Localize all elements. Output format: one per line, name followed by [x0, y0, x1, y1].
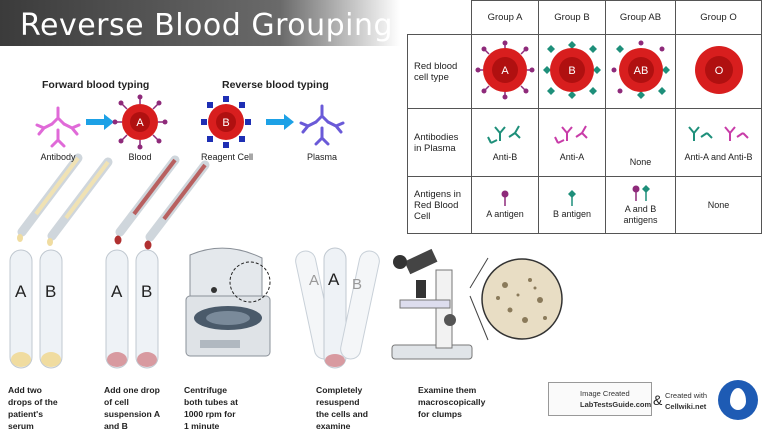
- antibody-text-group-ab: None: [629, 157, 652, 167]
- pipette-cells-1: [114, 155, 180, 245]
- tube-set-1: [9, 249, 63, 369]
- antibody-icon: [35, 106, 81, 148]
- step-4-caption: Completely resuspend the cells and exami…: [316, 385, 369, 431]
- b-antigen-icon: [568, 190, 576, 206]
- ampersand: &: [653, 392, 663, 408]
- red-cell-ab-letter: AB: [633, 65, 648, 77]
- reagent-cell-label: Reagent Cell: [200, 152, 254, 162]
- created-with-text: Created with: [665, 391, 708, 400]
- row-label-antibodies: Antibodies in Plasma: [407, 108, 472, 177]
- ab-antigen-icon: [632, 184, 650, 201]
- blood-cell-letter: A: [136, 117, 144, 129]
- reverse-arrow: [266, 114, 294, 130]
- image-created-text: Image Created: [580, 389, 630, 398]
- red-cell-a-letter: A: [501, 65, 509, 77]
- antigen-group-ab: A and B antigens: [605, 176, 676, 234]
- red-cell-b-icon: B: [543, 41, 601, 99]
- anti-a-icon: [554, 125, 588, 144]
- a-antigen-icon: [501, 190, 509, 206]
- red-cell-ab-icon: AB: [611, 40, 670, 99]
- header-group-b: Group B: [538, 0, 606, 35]
- centrifuge-icon: [185, 247, 271, 357]
- antigen-text-group-b: B antigen: [552, 209, 592, 219]
- row-label-antibodies-text: Antibodies in Plasma: [414, 131, 459, 154]
- row-label-antigens: Antigens in Red Blood Cell: [407, 176, 472, 234]
- red-cell-a-icon: A: [475, 40, 535, 100]
- red-cell-o-letter: O: [714, 65, 723, 77]
- blood-group-table: Group A Group B Group AB Group O Red blo…: [407, 0, 762, 234]
- cellwiki-link[interactable]: Cellwiki.net: [665, 402, 707, 411]
- pipette-cells-2: [144, 160, 210, 250]
- header-group-ab: Group AB: [605, 0, 676, 35]
- row-label-antigens-text: Antigens in Red Blood Cell: [414, 188, 462, 222]
- step-1-caption: Add two drops of the patient's serum: [8, 385, 58, 431]
- step-5-caption: Examine them macroscopically for clumps: [418, 385, 486, 419]
- antibody-group-ab: None: [605, 108, 676, 177]
- tube-label-a-3: A: [328, 270, 340, 289]
- title-bar: [0, 0, 400, 46]
- pipette-serum-2: [47, 157, 113, 246]
- step-2-caption: Add one drop of cell suspension A and B: [104, 385, 161, 431]
- antibody-text-group-a: Anti-B: [492, 151, 518, 162]
- magnified-view: [469, 257, 563, 341]
- red-cell-b-letter: B: [568, 65, 575, 77]
- labtests-link[interactable]: LabTestsGuide.com: [580, 400, 652, 409]
- tube-label-a-2: A: [111, 282, 123, 301]
- tube-label-b-1: B: [45, 282, 57, 301]
- row-label-cell-type: Red blood cell type: [407, 34, 472, 109]
- resuspend-tubes: [295, 247, 380, 369]
- tube-label-a-1: A: [15, 282, 27, 301]
- forward-typing-heading: Forward blood typing: [42, 79, 150, 91]
- cell-type-group-ab: AB: [605, 34, 676, 109]
- tube-set-2: [105, 249, 159, 369]
- plasma-antibody-icon: [299, 104, 345, 146]
- antigen-text-group-ab: A and B antigens: [623, 203, 658, 225]
- page-title: Reverse Blood Grouping: [20, 8, 394, 43]
- table-corner: [407, 0, 472, 35]
- reverse-typing-heading: Reverse blood typing: [222, 79, 329, 91]
- forward-arrow: [86, 114, 114, 130]
- tube-label-b-tilted: B: [352, 276, 363, 293]
- antigen-group-b: B antigen: [538, 176, 606, 234]
- antibody-group-o: Anti-A and Anti-B: [675, 108, 762, 177]
- pipette-serum-1: [17, 153, 83, 242]
- antigen-text-group-a: A antigen: [486, 209, 524, 219]
- antibody-group-a: Anti-B: [471, 108, 539, 177]
- credit-box: [548, 382, 652, 416]
- antibody-group-b: Anti-A: [538, 108, 606, 177]
- credit-labtests: Image Created LabTestsGuide.com: [580, 388, 651, 410]
- reagent-cell-icon: [201, 96, 251, 148]
- antibody-text-group-b: Anti-A: [559, 151, 585, 162]
- blood-label: Blood: [128, 152, 152, 162]
- anti-a-and-b-icon: [687, 125, 749, 141]
- antigen-group-o: None: [675, 176, 762, 234]
- plasma-label: Plasma: [306, 152, 337, 162]
- tube-label-b-2: B: [141, 282, 153, 301]
- antigen-text-group-o: None: [707, 199, 730, 210]
- antibody-text-group-o: Anti-A and Anti-B: [684, 151, 753, 162]
- antibody-label: Antibody: [40, 152, 76, 162]
- reagent-cell-letter: B: [222, 117, 229, 129]
- tube-label-a-tilted: A: [309, 272, 320, 289]
- row-label-cell-type-text: Red blood cell type: [414, 60, 458, 83]
- header-group-o: Group O: [675, 0, 762, 35]
- cell-type-group-a: A: [471, 34, 539, 109]
- anti-b-icon: [487, 125, 521, 144]
- blood-cell-icon: [112, 94, 168, 150]
- step-3-caption: Centrifuge both tubes at 1000 rpm for 1 …: [184, 385, 238, 431]
- cellwiki-drop-icon: [730, 388, 746, 410]
- red-cell-o-icon: O: [694, 46, 743, 94]
- antigen-group-a: A antigen: [471, 176, 539, 234]
- cell-type-group-o: O: [675, 34, 762, 109]
- microscope-icon: [391, 248, 473, 360]
- cell-type-group-b: B: [538, 34, 606, 109]
- credit-cellwiki: Created with Cellwiki.net: [665, 390, 707, 412]
- header-group-a: Group A: [471, 0, 539, 35]
